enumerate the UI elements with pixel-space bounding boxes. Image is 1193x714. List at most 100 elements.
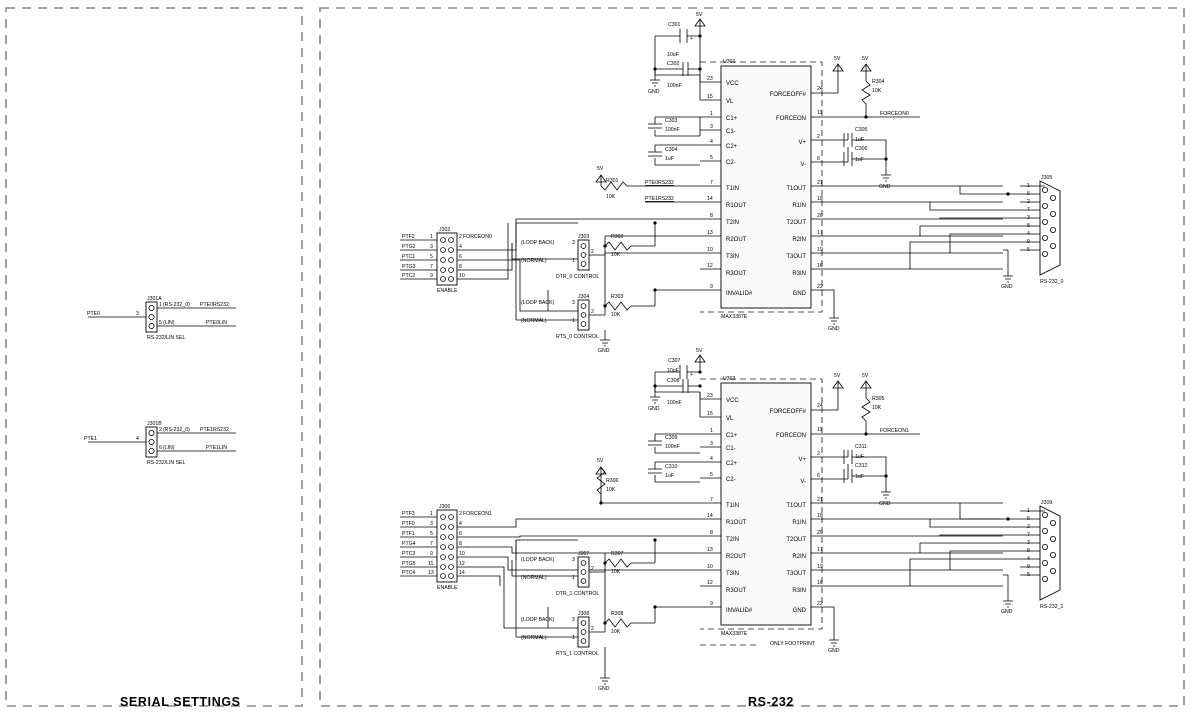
c307-val: 10uF bbox=[667, 368, 679, 374]
j309-pin-3[interactable] bbox=[1042, 544, 1049, 551]
j309-body[interactable] bbox=[1039, 505, 1061, 601]
j309-pinlabel-7: 9 bbox=[1027, 564, 1030, 570]
j309-pin-9[interactable] bbox=[1050, 568, 1057, 575]
j306-pin-5[interactable] bbox=[440, 534, 446, 540]
j301a-pin-3[interactable] bbox=[148, 313, 155, 320]
j305-body[interactable] bbox=[1039, 180, 1061, 276]
j309-pinlabel-8: 5 bbox=[1027, 572, 1030, 578]
jumper-j308[interactable]: J308 RTS_1 CONTROL (LOOP BACK) 3 (NORMAL… bbox=[515, 540, 606, 657]
j307-pin-3[interactable] bbox=[580, 560, 587, 566]
j301a-ref: J301A bbox=[147, 296, 162, 302]
j309-pin-5[interactable] bbox=[1042, 576, 1049, 583]
j302-pin-6[interactable] bbox=[448, 257, 454, 263]
j302-pin-4[interactable] bbox=[448, 247, 454, 253]
j302-pin-5[interactable] bbox=[440, 257, 446, 263]
j302-pin-2[interactable] bbox=[448, 237, 454, 243]
j307-top-label: (LOOP BACK) bbox=[521, 557, 555, 563]
j301b-pin-6[interactable] bbox=[148, 447, 155, 454]
j301b-pin-4[interactable] bbox=[148, 438, 155, 445]
j301a-pin-1[interactable] bbox=[148, 304, 155, 311]
u302-lpin-name-4: C2+ bbox=[726, 461, 738, 467]
j301a-opt-bot-mode: (LIN) bbox=[163, 320, 175, 326]
j305-pin-2[interactable] bbox=[1042, 202, 1049, 209]
j306-pin-8[interactable] bbox=[448, 544, 454, 550]
j302-pin-10[interactable] bbox=[448, 276, 454, 282]
j308-pin-3[interactable] bbox=[580, 620, 587, 626]
j306-pin-13[interactable] bbox=[440, 573, 446, 579]
j304-out-pin: 2 bbox=[591, 309, 594, 315]
j307-pin-2[interactable] bbox=[580, 569, 587, 575]
j304-pin-2[interactable] bbox=[580, 312, 587, 318]
j301a-pin-5[interactable] bbox=[148, 322, 155, 329]
j305-pin-1[interactable] bbox=[1042, 186, 1049, 193]
j309-pin-4[interactable] bbox=[1042, 560, 1049, 567]
j307-pin-1[interactable] bbox=[580, 578, 587, 584]
u301-rpin-name-8: T3OUT bbox=[786, 254, 806, 260]
jumper-j303[interactable]: J303 DTR_0 CONTROL (LOOP BACK) 3 (NORMAL… bbox=[511, 222, 700, 280]
j306-lnet-6: PTC4 bbox=[402, 570, 415, 576]
db9-j305[interactable]: J305 RS-232_0 1 6 2 7 3 8 4 9 5 GND bbox=[1001, 175, 1063, 290]
j306-pin-12[interactable] bbox=[448, 564, 454, 570]
j309-pin-8[interactable] bbox=[1050, 552, 1057, 559]
j303-pin-2[interactable] bbox=[580, 252, 587, 258]
j306-body[interactable] bbox=[436, 509, 458, 583]
jumper-j307[interactable]: J307 DTR_1 CONTROL (LOOP BACK) 3 (NORMAL… bbox=[511, 539, 606, 597]
j305-pin-8[interactable] bbox=[1050, 226, 1057, 233]
j306-pin-7[interactable] bbox=[440, 544, 446, 550]
j305-pin-9[interactable] bbox=[1050, 242, 1057, 249]
j302-pin-3[interactable] bbox=[440, 247, 446, 253]
j304-pin-1[interactable] bbox=[580, 321, 587, 327]
j309-pin-2[interactable] bbox=[1042, 528, 1049, 535]
j305-pin-4[interactable] bbox=[1042, 234, 1049, 241]
j303-pin-3[interactable] bbox=[580, 243, 587, 249]
u302-5v-r306: 5V bbox=[597, 458, 604, 464]
j308-pin-1[interactable] bbox=[580, 638, 587, 644]
db9-j309[interactable]: J309 RS-232_1 1 6 2 7 3 8 4 9 5 GND bbox=[1001, 500, 1063, 615]
jumper-j304[interactable]: J304 RTS_0 CONTROL (LOOP BACK) 3 (NORMAL… bbox=[515, 223, 700, 340]
j305-pin-6[interactable] bbox=[1050, 194, 1057, 201]
u302-lpin-name-11: R3OUT bbox=[726, 588, 747, 594]
u301-rpin-num-8: 19 bbox=[817, 247, 823, 253]
u301-lpin-name-3: C1- bbox=[726, 129, 736, 135]
j304-bot-label: (NORMAL) bbox=[521, 318, 547, 324]
j302-body[interactable] bbox=[436, 232, 458, 286]
j307-bot-pin: 1 bbox=[572, 575, 575, 581]
j305-pin-5[interactable] bbox=[1042, 250, 1049, 257]
j306-pin-2[interactable] bbox=[448, 514, 454, 520]
j306-pin-6[interactable] bbox=[448, 534, 454, 540]
j302-pin-7[interactable] bbox=[440, 267, 446, 273]
j306-pin-10[interactable] bbox=[448, 554, 454, 560]
j306-pin-11[interactable] bbox=[440, 564, 446, 570]
j301a-sub: RS-232/LIN SEL bbox=[147, 335, 185, 341]
j309-pin-7[interactable] bbox=[1050, 536, 1057, 543]
j304-pin-3[interactable] bbox=[580, 303, 587, 309]
c311-ref: C311 bbox=[855, 444, 867, 450]
u301-net-r1out: PTE1RS232 bbox=[645, 196, 674, 202]
j306-pin-3[interactable] bbox=[440, 524, 446, 530]
j306-pin-4[interactable] bbox=[448, 524, 454, 530]
j303-pin-1[interactable] bbox=[580, 261, 587, 267]
selector-j301a[interactable]: J301A RS-232/LIN SEL PTE0 3 1 (RS-232_0)… bbox=[87, 296, 236, 341]
j309-pin-6[interactable] bbox=[1050, 520, 1057, 527]
u301-rpin-name-5: R1IN bbox=[792, 203, 806, 209]
u301-lpin-name-11: R3OUT bbox=[726, 271, 747, 277]
j308-pin-2[interactable] bbox=[580, 629, 587, 635]
j305-gnd: GND bbox=[1001, 284, 1013, 290]
j301a-left-pin: 3 bbox=[136, 311, 139, 317]
c304-val: 1uF bbox=[665, 156, 674, 162]
j301b-pin-2[interactable] bbox=[148, 429, 155, 436]
j306-pin-1[interactable] bbox=[440, 514, 446, 520]
j305-pin-3[interactable] bbox=[1042, 218, 1049, 225]
u302-rpin-name-0: FORCEOFF# bbox=[770, 409, 807, 415]
j302-pin-1[interactable] bbox=[440, 237, 446, 243]
j306-pin-9[interactable] bbox=[440, 554, 446, 560]
j309-pin-1[interactable] bbox=[1042, 512, 1049, 519]
j306-pin-14[interactable] bbox=[448, 573, 454, 579]
j304-top-label: (LOOP BACK) bbox=[521, 300, 555, 306]
selector-j301b[interactable]: J301B RS-232/LIN SEL PTE1 4 2 (RS-232_0)… bbox=[84, 421, 236, 466]
j302-pin-8[interactable] bbox=[448, 267, 454, 273]
j305-pin-7[interactable] bbox=[1050, 210, 1057, 217]
j302-pin-9[interactable] bbox=[440, 276, 446, 282]
